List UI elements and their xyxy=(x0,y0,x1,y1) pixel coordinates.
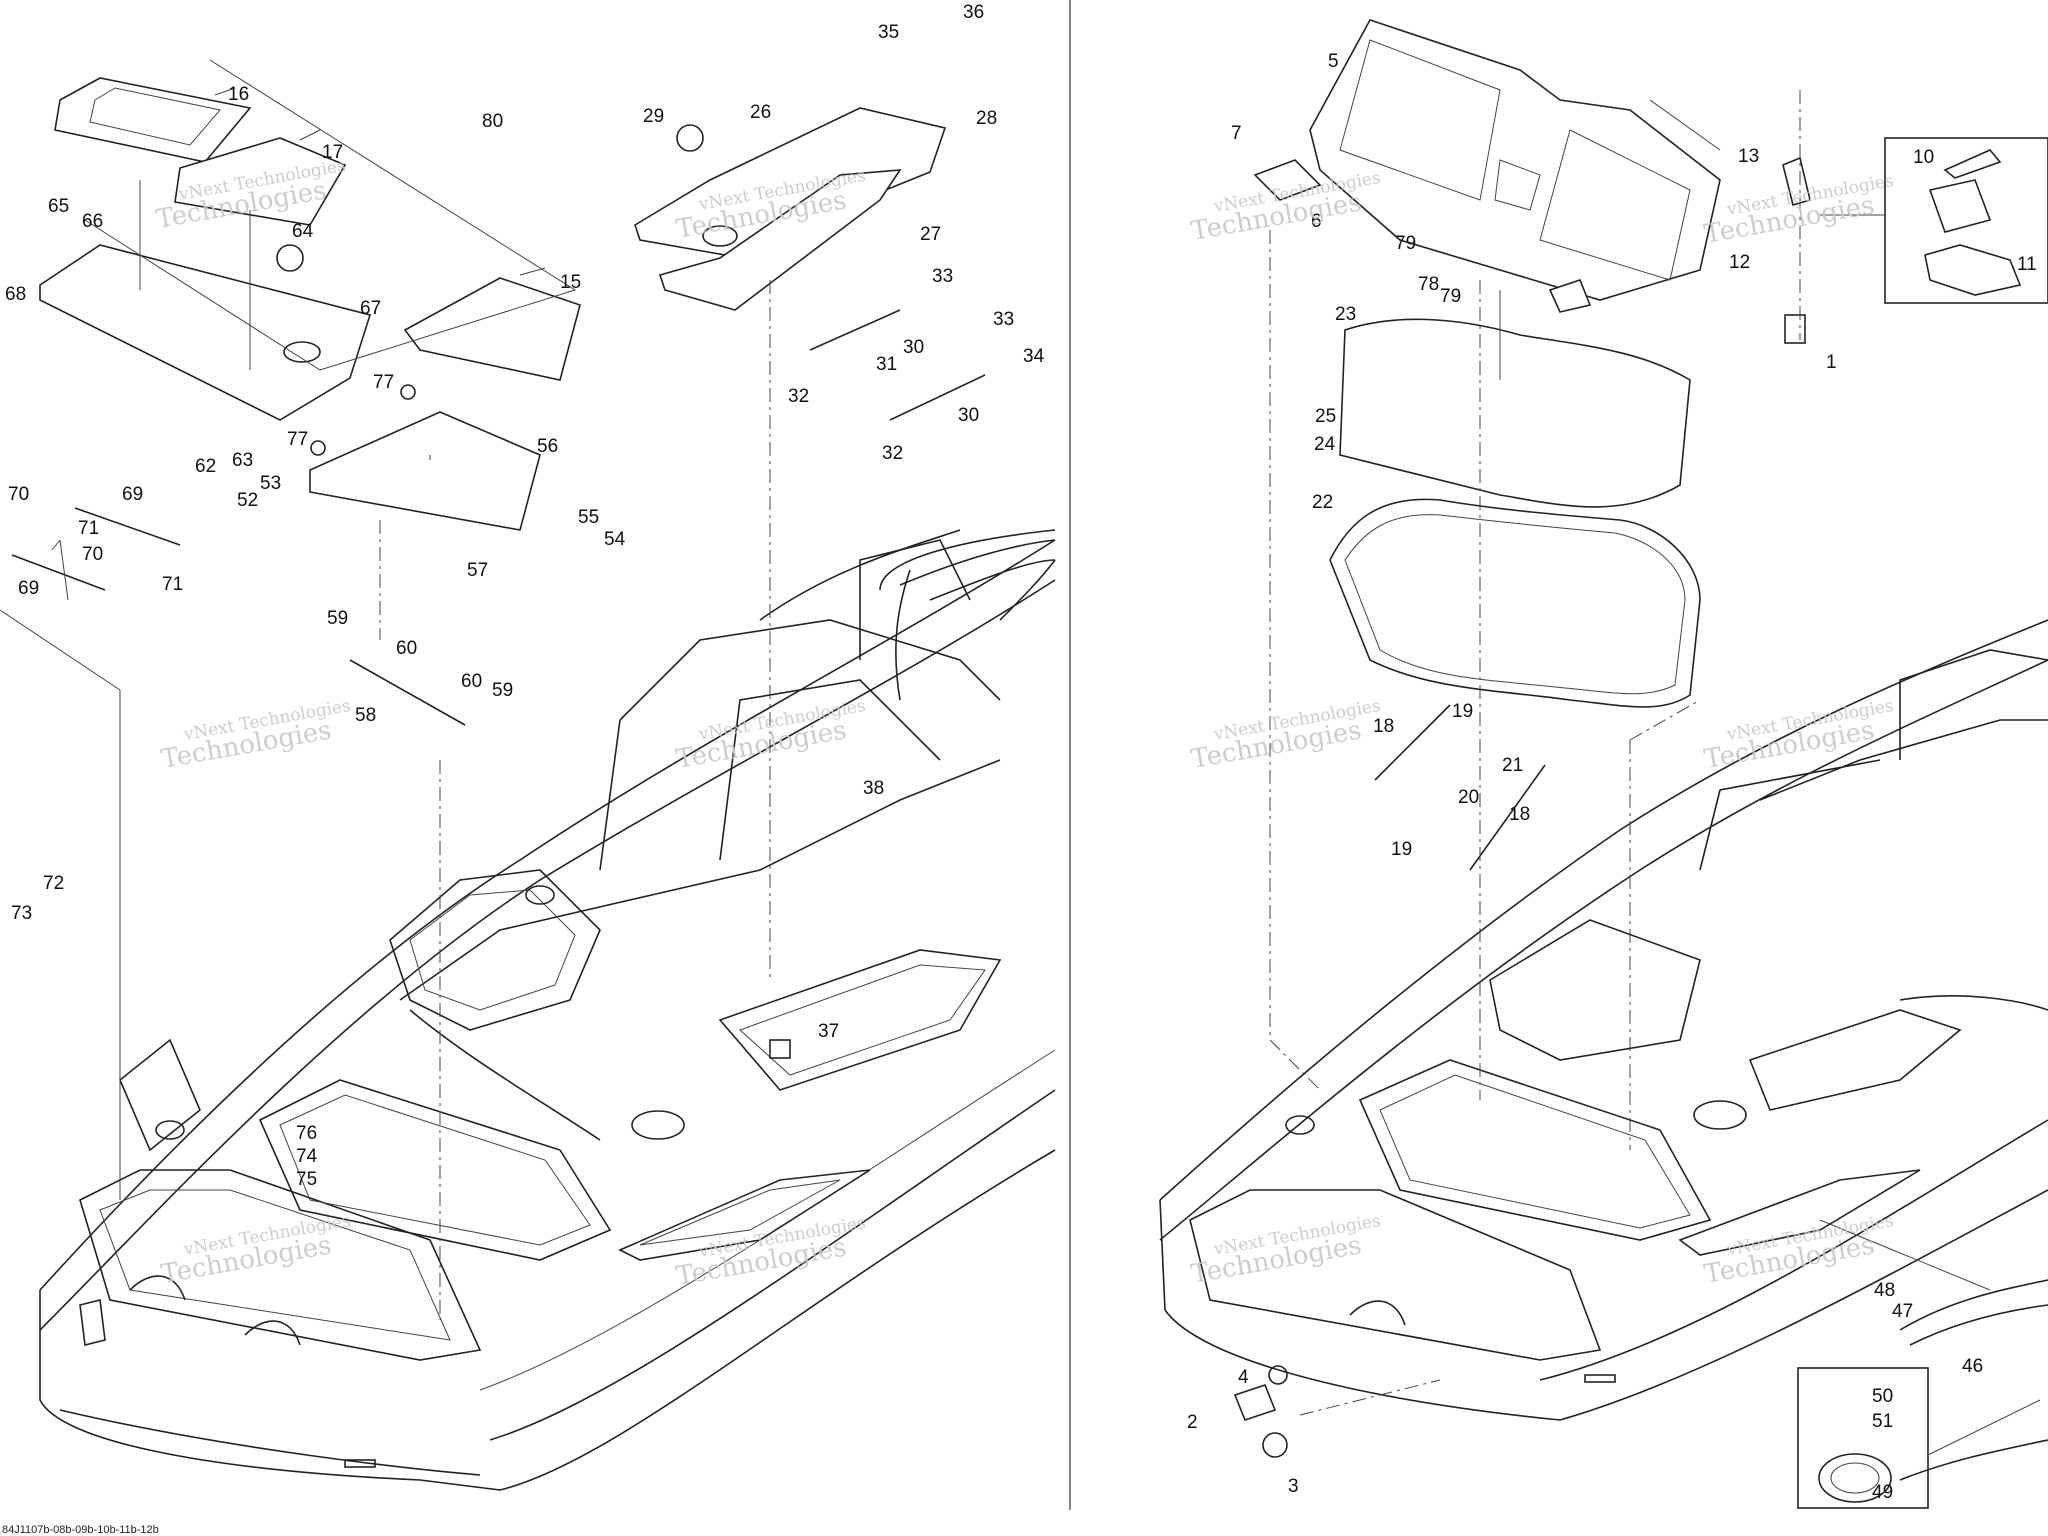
callout-left-52: 52 xyxy=(237,490,258,511)
callout-left-58: 58 xyxy=(355,705,376,726)
callout-left-26: 26 xyxy=(750,102,771,123)
callout-right-23: 23 xyxy=(1335,304,1356,325)
cover-15 xyxy=(403,277,581,381)
callout-right-5: 5 xyxy=(1328,51,1339,72)
callout-left-63: 63 xyxy=(232,450,253,471)
callout-right-18: 18 xyxy=(1509,804,1530,825)
callout-left-53: 53 xyxy=(260,473,281,494)
callout-right-1: 1 xyxy=(1826,352,1837,373)
callout-right-49: 49 xyxy=(1872,1482,1893,1503)
callout-left-70: 70 xyxy=(8,484,29,505)
callout-left-64: 64 xyxy=(292,221,314,242)
callout-left-32: 32 xyxy=(788,386,809,407)
callout-right-19: 19 xyxy=(1391,839,1412,860)
callout-left-77: 77 xyxy=(287,429,308,450)
seal-27 xyxy=(658,169,902,311)
callout-left-73: 73 xyxy=(11,903,32,924)
callout-left-29: 29 xyxy=(643,106,664,127)
callout-right-48: 48 xyxy=(1874,1280,1895,1301)
callout-left-68: 68 xyxy=(5,284,26,305)
callout-left-70: 70 xyxy=(82,544,103,565)
callout-right-25: 25 xyxy=(1315,406,1336,427)
callout-right-3: 3 xyxy=(1288,1476,1299,1497)
callout-right-51: 51 xyxy=(1872,1411,1893,1432)
callout-right-50: 50 xyxy=(1872,1386,1893,1407)
callout-left-71: 71 xyxy=(162,574,183,595)
callout-left-76: 76 xyxy=(296,1123,317,1144)
callout-left-30: 30 xyxy=(903,337,924,358)
callout-left-34: 34 xyxy=(1023,346,1045,367)
callout-left-80: 80 xyxy=(482,111,503,132)
cover-67 xyxy=(39,244,372,421)
callout-left-59: 59 xyxy=(327,608,348,629)
callout-right-22: 22 xyxy=(1312,492,1333,513)
callout-left-74: 74 xyxy=(296,1146,318,1167)
callout-right-13: 13 xyxy=(1738,146,1759,167)
detail-box-49-51 xyxy=(1797,1367,1929,1509)
callout-right-4: 4 xyxy=(1238,1367,1249,1388)
callout-left-69: 69 xyxy=(18,578,39,599)
seat-base-23 xyxy=(1339,318,1691,508)
callout-left-33: 33 xyxy=(993,309,1014,330)
callout-right-6: 6 xyxy=(1311,211,1322,232)
callout-left-38: 38 xyxy=(863,778,884,799)
lid-26 xyxy=(634,107,947,256)
callout-left-37: 37 xyxy=(818,1021,839,1042)
callout-left-35: 35 xyxy=(878,22,899,43)
callout-left-66: 66 xyxy=(82,211,103,232)
callout-right-21: 21 xyxy=(1502,755,1523,776)
callout-right-46: 46 xyxy=(1962,1356,1983,1377)
callout-left-56: 56 xyxy=(537,436,558,457)
callout-left-72: 72 xyxy=(43,873,64,894)
callout-left-55: 55 xyxy=(578,507,599,528)
callout-left-17: 17 xyxy=(322,142,343,163)
callout-left-27: 27 xyxy=(920,224,941,245)
callout-left-31: 31 xyxy=(876,354,897,375)
callout-left-28: 28 xyxy=(976,108,997,129)
callout-right-18: 18 xyxy=(1373,716,1394,737)
drawing-code: 84J1107b-08b-09b-10b-11b-12b xyxy=(2,1524,159,1536)
callout-left-16: 16 xyxy=(228,84,249,105)
right-page-drawing xyxy=(1159,19,2048,1509)
callout-right-79: 79 xyxy=(1395,233,1416,254)
callout-left-75: 75 xyxy=(296,1169,317,1190)
callout-left-33: 33 xyxy=(932,266,953,287)
cover-56 xyxy=(309,411,541,531)
callout-right-47: 47 xyxy=(1892,1301,1913,1322)
callout-right-7: 7 xyxy=(1231,123,1242,144)
callout-left-36: 36 xyxy=(963,2,984,23)
detail-box-10-11 xyxy=(1884,137,2048,304)
callout-right-79: 79 xyxy=(1440,286,1461,307)
callout-right-2: 2 xyxy=(1187,1412,1198,1433)
gasket-22 xyxy=(1329,498,1701,708)
callout-left-77: 77 xyxy=(373,372,394,393)
console-5 xyxy=(1309,19,1721,301)
cover-17 xyxy=(174,137,347,226)
callout-right-24: 24 xyxy=(1314,434,1336,455)
cover-16 xyxy=(54,77,252,163)
callout-right-20: 20 xyxy=(1458,787,1479,808)
callout-left-57: 57 xyxy=(467,560,488,581)
callout-right-19: 19 xyxy=(1452,701,1473,722)
callout-left-54: 54 xyxy=(604,529,626,550)
callout-right-10: 10 xyxy=(1913,147,1934,168)
callout-left-59: 59 xyxy=(492,680,513,701)
callout-left-65: 65 xyxy=(48,196,69,217)
callout-right-12: 12 xyxy=(1729,252,1750,273)
callout-left-30: 30 xyxy=(958,405,979,426)
left-page-drawing xyxy=(0,59,1056,1491)
callout-left-71: 71 xyxy=(78,518,99,539)
callout-right-78: 78 xyxy=(1418,274,1439,295)
callout-left-60: 60 xyxy=(396,638,417,659)
callout-left-15: 15 xyxy=(560,272,581,293)
callout-left-62: 62 xyxy=(195,456,216,477)
callout-left-69: 69 xyxy=(122,484,143,505)
callout-right-11: 11 xyxy=(2017,254,2037,275)
callout-left-67: 67 xyxy=(360,298,381,319)
callout-left-32: 32 xyxy=(882,443,903,464)
callout-left-60: 60 xyxy=(461,671,482,692)
